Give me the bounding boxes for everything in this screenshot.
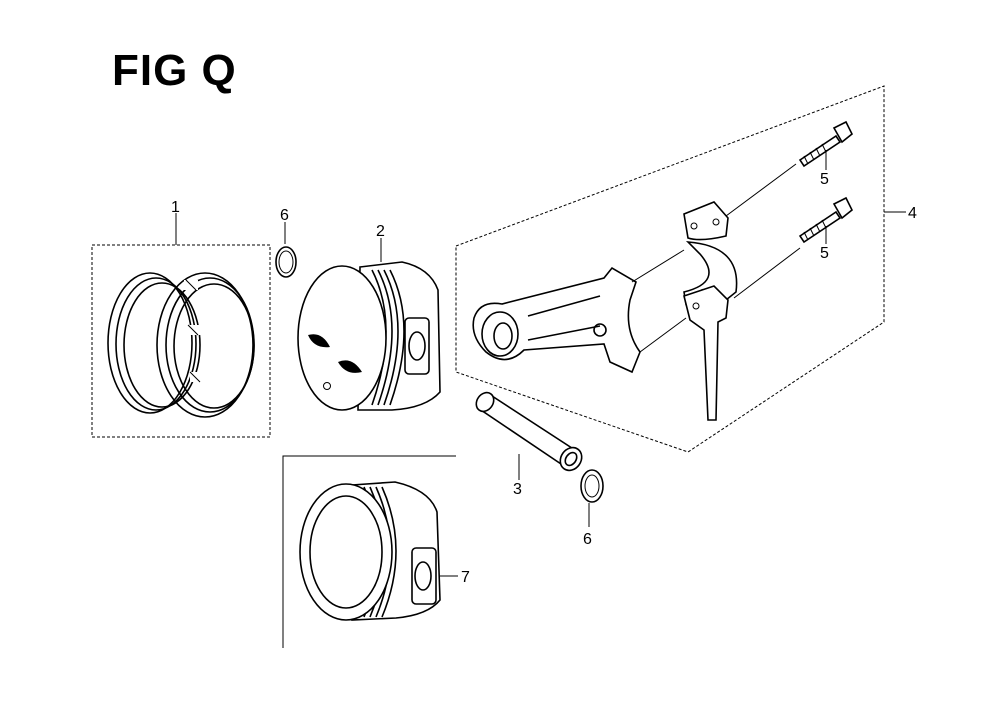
figure-title: FIG Q [112,46,237,95]
piston [297,238,441,411]
callout-7: 7 [461,569,470,586]
callout-2: 2 [376,223,385,240]
callout-1: 1 [171,199,180,216]
piston-alt-frame [282,455,456,648]
pin-clip-left [275,222,297,278]
callout-5-lower: 5 [820,245,829,262]
pin-clip-right [580,469,604,527]
rod-bolt-lower [798,196,854,244]
piston-ring-set [91,213,271,438]
callout-3: 3 [513,481,522,498]
piston-alt [282,455,458,648]
rod-bolt-upper [798,120,854,170]
callout-6-left: 6 [280,207,289,224]
callout-6-right: 6 [583,531,592,548]
connecting-rod-frame [455,85,885,453]
piston-pin [475,391,583,480]
connecting-rod-assembly [455,85,906,453]
callout-4: 4 [908,205,917,222]
callout-5-upper: 5 [820,171,829,188]
